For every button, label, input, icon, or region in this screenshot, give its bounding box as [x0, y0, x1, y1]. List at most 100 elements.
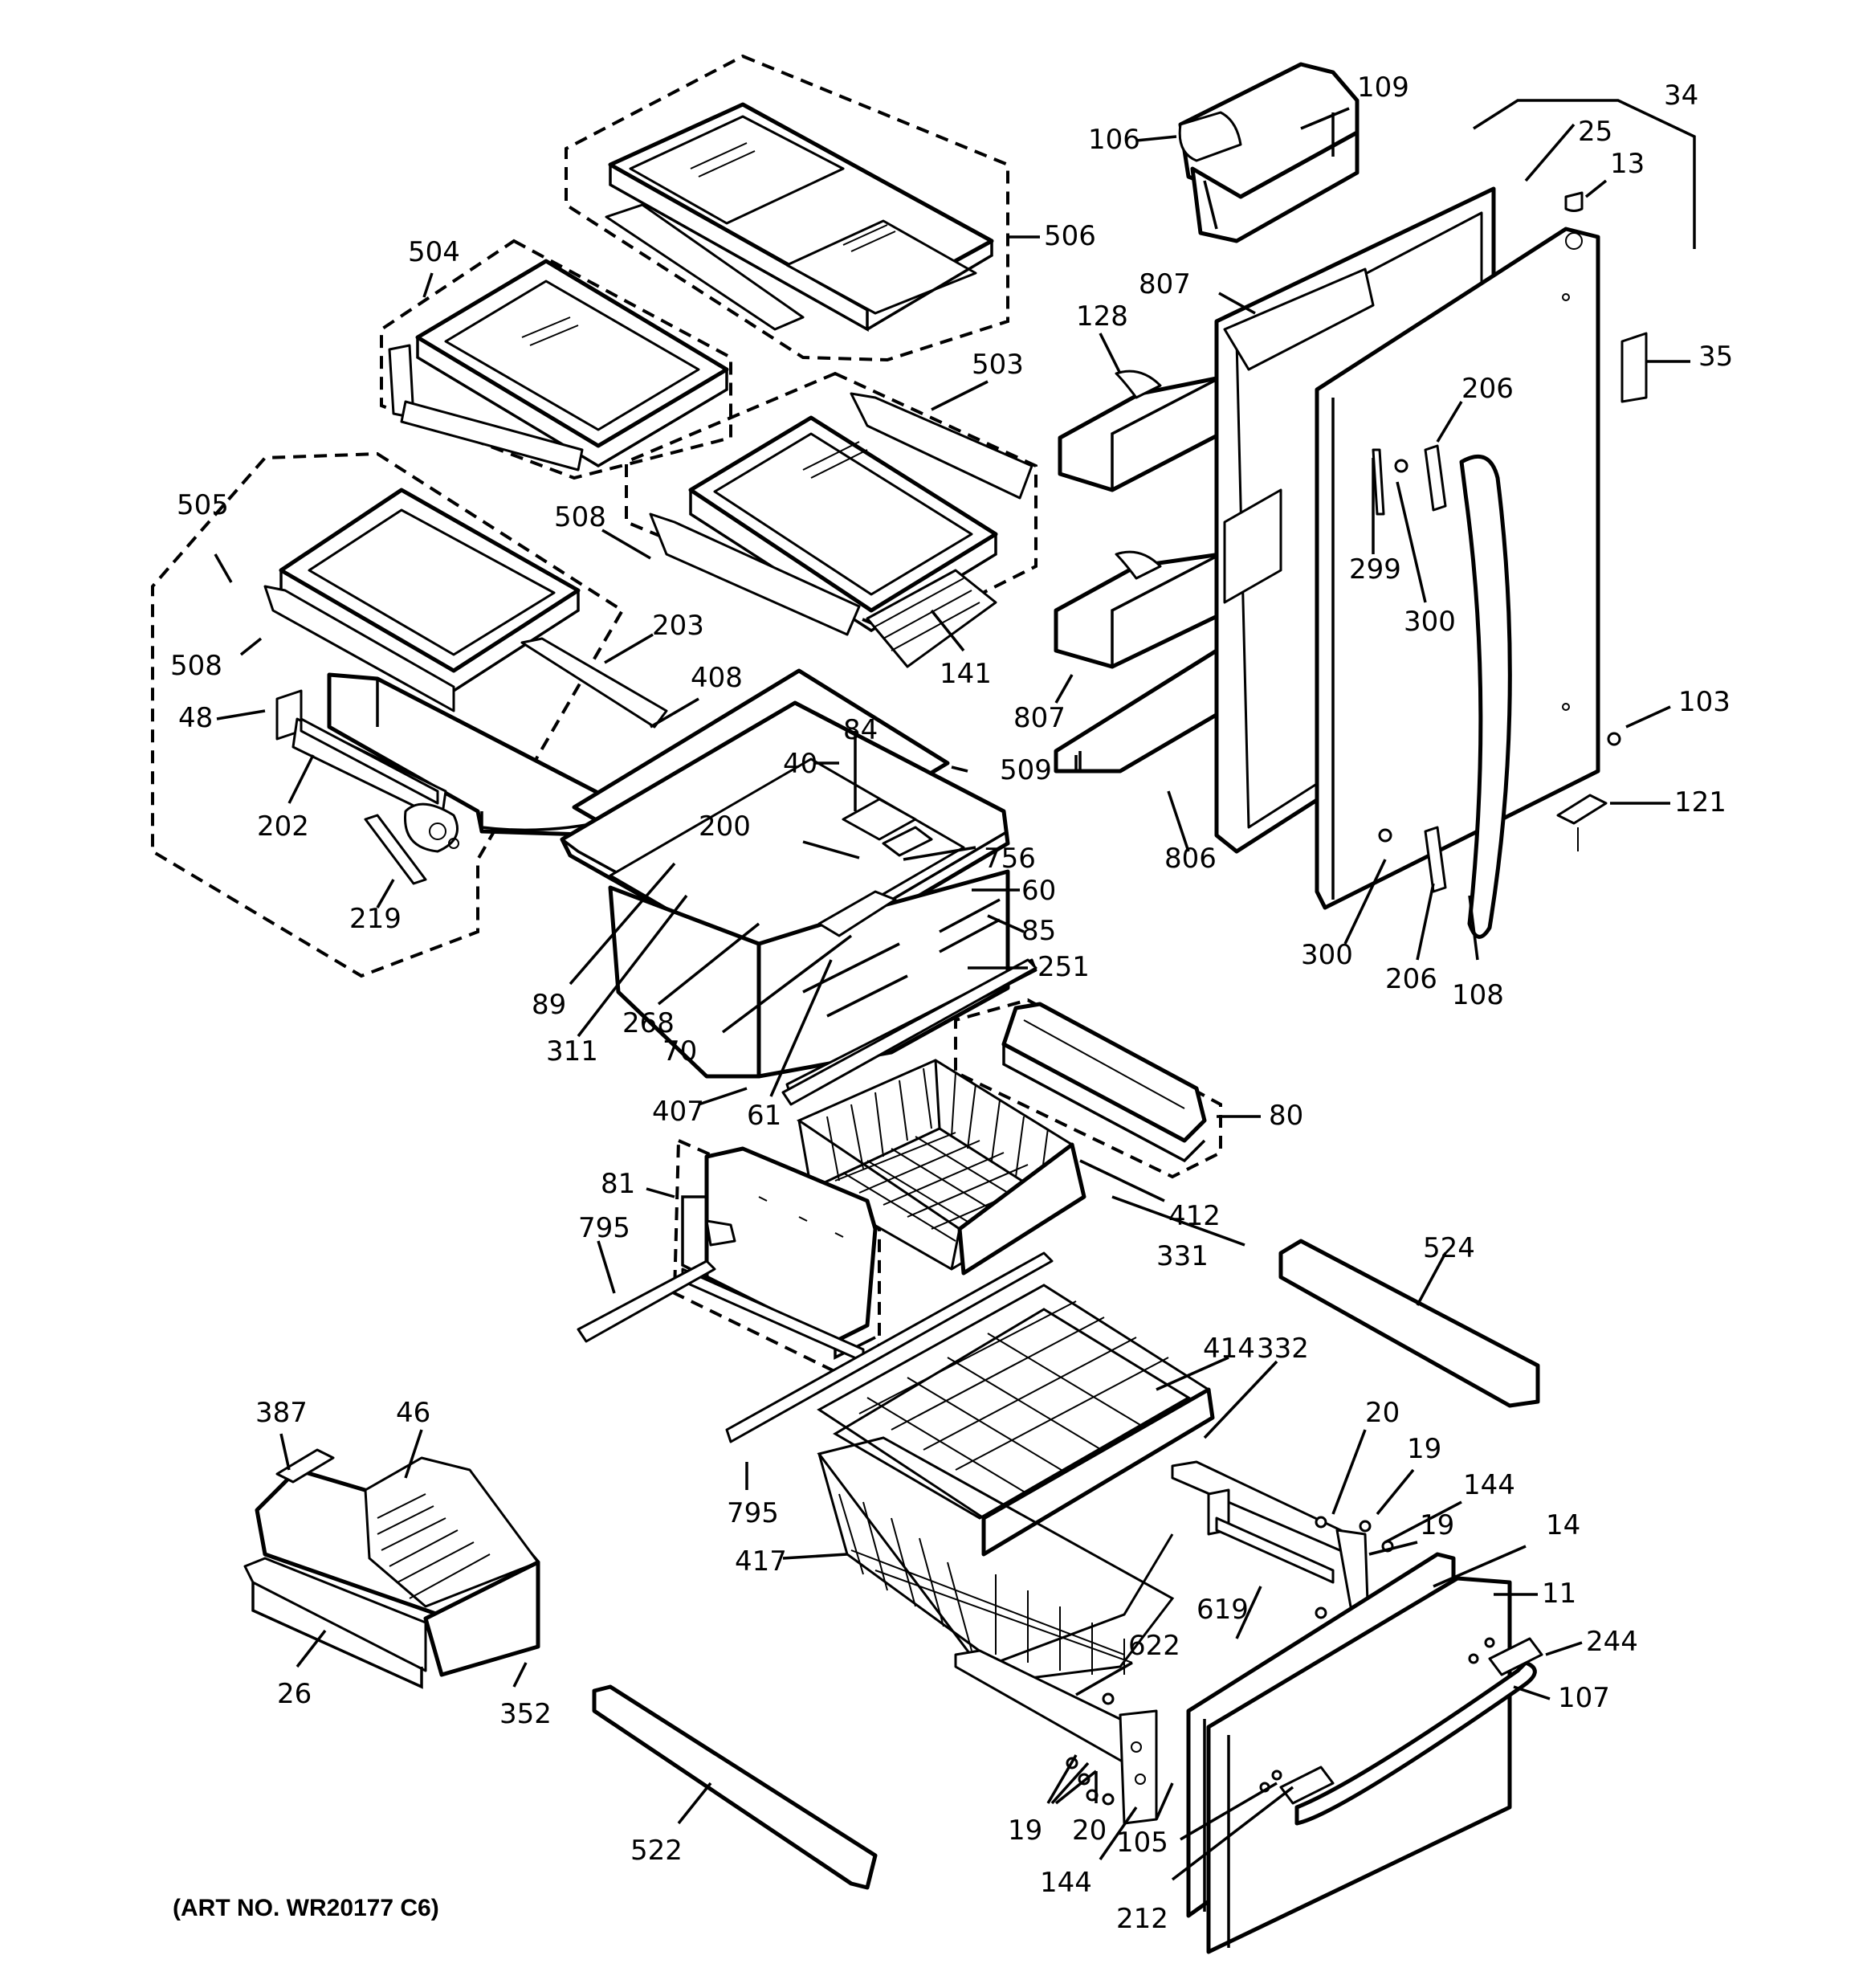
shelf-503: [649, 392, 1033, 668]
callout-61: 61: [747, 1100, 781, 1132]
callout-407: 407: [652, 1096, 704, 1128]
callout-505: 505: [177, 489, 229, 521]
rail-251: [781, 958, 1037, 1106]
callout-202: 202: [257, 810, 309, 843]
dairy-compartment: [1178, 62, 1360, 243]
fresh-food-door: [1315, 227, 1600, 939]
callout-40: 40: [783, 748, 817, 780]
callout-619: 619: [1196, 1594, 1249, 1626]
callout-219: 219: [349, 903, 402, 935]
ice-bin: [243, 1448, 540, 1689]
callout-806: 806: [1164, 843, 1217, 875]
callout-795-upper: 795: [578, 1212, 630, 1244]
callout-795-lower: 795: [727, 1497, 779, 1529]
cover-387: [275, 1448, 335, 1484]
callout-408: 408: [691, 662, 743, 694]
callout-212: 212: [1116, 1903, 1168, 1935]
hinge-121: [1556, 794, 1608, 851]
callout-387: 387: [255, 1397, 308, 1429]
basket-414: [817, 1284, 1215, 1557]
leader-lines: [214, 107, 1690, 1881]
group-outline-505: [151, 451, 625, 978]
callout-352: 352: [499, 1698, 552, 1730]
callout-81: 81: [601, 1168, 635, 1200]
handle-107: [1294, 1660, 1537, 1826]
callout-807-top: 807: [1139, 268, 1191, 300]
hinge-206-bottom: [1424, 826, 1447, 893]
callout-622: 622: [1128, 1630, 1180, 1662]
callout-522: 522: [630, 1835, 683, 1867]
callout-85: 85: [1021, 915, 1056, 947]
callout-84: 84: [843, 714, 878, 746]
callout-106: 106: [1088, 124, 1140, 156]
callout-203: 203: [652, 610, 704, 642]
cap-13: [1564, 191, 1584, 212]
callout-89: 89: [532, 989, 566, 1021]
trim-522: [592, 1684, 878, 1890]
callout-206-top: 206: [1461, 373, 1514, 405]
bin-807-top: [1223, 267, 1375, 371]
callout-34: 34: [1664, 80, 1698, 112]
freezer-door: [1186, 1552, 1543, 1954]
gear-bracket-219: [364, 802, 459, 885]
group-outline-80: [954, 998, 1222, 1179]
callout-11: 11: [1542, 1578, 1576, 1610]
callout-25: 25: [1578, 116, 1612, 148]
callout-128: 128: [1076, 300, 1128, 333]
callout-20-bottom: 20: [1072, 1815, 1107, 1847]
group-outline-506: [565, 54, 1009, 362]
callout-80: 80: [1269, 1100, 1303, 1132]
group-outline-504: [380, 239, 732, 480]
callout-268: 268: [622, 1007, 675, 1039]
callout-417: 417: [735, 1545, 787, 1578]
callout-108: 108: [1452, 979, 1504, 1011]
cover-35: [1620, 332, 1648, 403]
bracket-34: [1473, 99, 1696, 249]
callout-19-bottom: 19: [1008, 1815, 1042, 1847]
door-bin-807: [1054, 550, 1223, 669]
callout-109: 109: [1357, 71, 1409, 104]
callout-311: 311: [546, 1035, 598, 1067]
callout-300-top: 300: [1404, 606, 1456, 638]
callout-121: 121: [1674, 786, 1726, 818]
callout-105: 105: [1116, 1827, 1168, 1859]
callout-141: 141: [940, 658, 992, 690]
callout-70: 70: [662, 1035, 697, 1067]
callout-103: 103: [1678, 686, 1731, 718]
callout-46: 46: [396, 1397, 430, 1429]
slide-622: [954, 1649, 1158, 1825]
callout-14: 14: [1546, 1509, 1580, 1541]
callout-414: 414: [1203, 1333, 1255, 1365]
callout-251: 251: [1037, 951, 1090, 983]
handle-108: [1459, 454, 1512, 939]
callout-48: 48: [178, 702, 213, 734]
callout-19-top: 19: [1407, 1433, 1441, 1465]
callout-35: 35: [1698, 341, 1733, 373]
callout-524: 524: [1423, 1232, 1475, 1264]
shelf-505: [263, 488, 668, 885]
callout-60: 60: [1021, 875, 1056, 907]
callout-807-bottom: 807: [1013, 702, 1066, 734]
hinge-212: [1279, 1766, 1335, 1805]
callout-299: 299: [1349, 553, 1401, 586]
callout-206-bottom: 206: [1385, 963, 1437, 995]
callout-200: 200: [699, 810, 751, 843]
callout-13: 13: [1610, 148, 1645, 180]
hinge-244: [1488, 1637, 1543, 1676]
callout-300-bottom: 300: [1301, 939, 1353, 971]
callout-503: 503: [972, 349, 1024, 381]
door-bin-128: [1058, 369, 1223, 492]
rod-795-upper: [577, 1259, 716, 1343]
trim-524: [1278, 1239, 1540, 1408]
callout-509: 509: [1000, 754, 1052, 786]
callout-26: 26: [277, 1678, 312, 1710]
callout-19-mid: 19: [1420, 1509, 1454, 1541]
art-number: (ART NO. WR20177 C6): [173, 1895, 439, 1921]
callout-756: 756: [984, 843, 1036, 875]
callout-506: 506: [1044, 220, 1096, 252]
callout-504: 504: [408, 236, 460, 268]
shelf-504: [388, 259, 729, 471]
rod-795-lower: [725, 1251, 1054, 1443]
callout-20-top: 20: [1365, 1397, 1400, 1429]
shelf-506: [605, 102, 994, 332]
